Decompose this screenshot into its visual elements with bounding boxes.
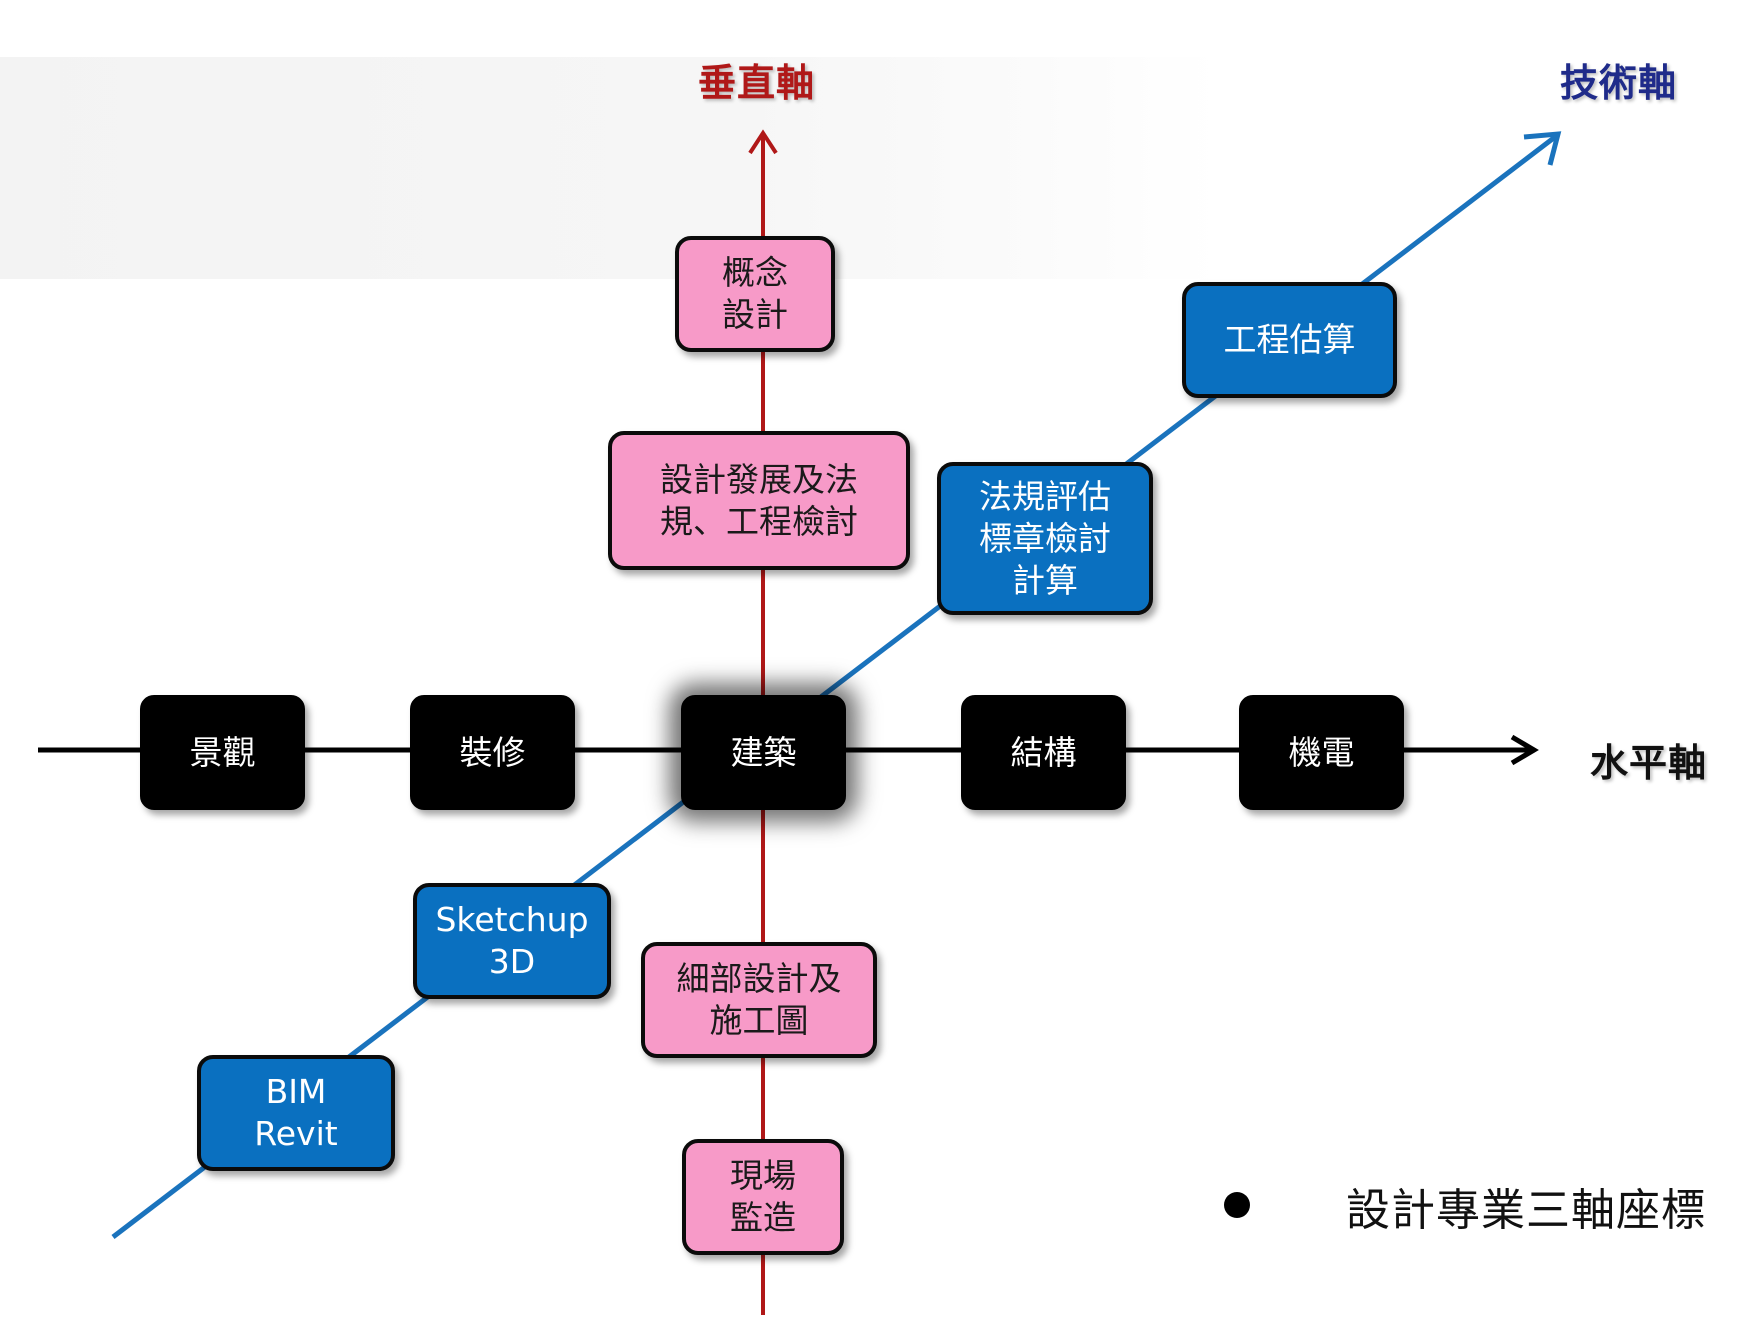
background-band (0, 57, 1220, 279)
node-bim-revit: BIM Revit (197, 1055, 395, 1171)
technical-axis-arrowhead (1523, 131, 1562, 166)
vertical-axis-title: 垂直軸 (698, 61, 816, 105)
bullet-icon (1224, 1192, 1250, 1218)
vertical-axis-arrowhead (748, 129, 778, 155)
node-sketchup-3d-label: Sketchup 3D (435, 900, 589, 981)
node-design-development-label: 設計發展及法 規、工程檢討 (660, 459, 858, 541)
caption-text: 設計專業三軸座標 (1346, 1185, 1706, 1236)
node-sketchup-3d: Sketchup 3D (413, 883, 611, 999)
node-landscape-label: 景觀 (189, 732, 256, 772)
technical-axis-title: 技術軸 (1560, 61, 1678, 105)
node-design-development: 設計發展及法 規、工程檢討 (608, 431, 910, 570)
node-site-supervision: 現場 監造 (682, 1139, 844, 1255)
node-structure: 結構 (961, 695, 1126, 810)
node-regulation-review: 法規評估 標章檢討 計算 (937, 462, 1153, 615)
node-bim-revit-label: BIM Revit (254, 1072, 338, 1153)
node-concept-design-label: 概念 設計 (722, 253, 788, 334)
node-mep: 機電 (1239, 695, 1404, 810)
node-regulation-review-label: 法規評估 標章檢討 計算 (979, 476, 1111, 600)
node-concept-design: 概念 設計 (675, 236, 835, 352)
node-mep-label: 機電 (1288, 732, 1355, 772)
node-architecture-label: 建築 (730, 732, 797, 772)
node-cost-estimate-label: 工程估算 (1223, 320, 1356, 359)
node-detail-design-label: 細部設計及 施工圖 (676, 959, 842, 1040)
node-interior: 裝修 (410, 695, 575, 810)
node-structure-label: 結構 (1010, 732, 1077, 772)
node-interior-label: 裝修 (459, 732, 526, 772)
horizontal-axis-title: 水平軸 (1590, 741, 1708, 785)
node-architecture: 建築 (681, 695, 846, 810)
horizontal-axis-arrowhead (1510, 734, 1539, 766)
node-cost-estimate: 工程估算 (1182, 282, 1397, 398)
node-landscape: 景觀 (140, 695, 305, 810)
node-site-supervision-label: 現場 監造 (730, 1156, 796, 1237)
node-detail-design: 細部設計及 施工圖 (641, 942, 877, 1058)
